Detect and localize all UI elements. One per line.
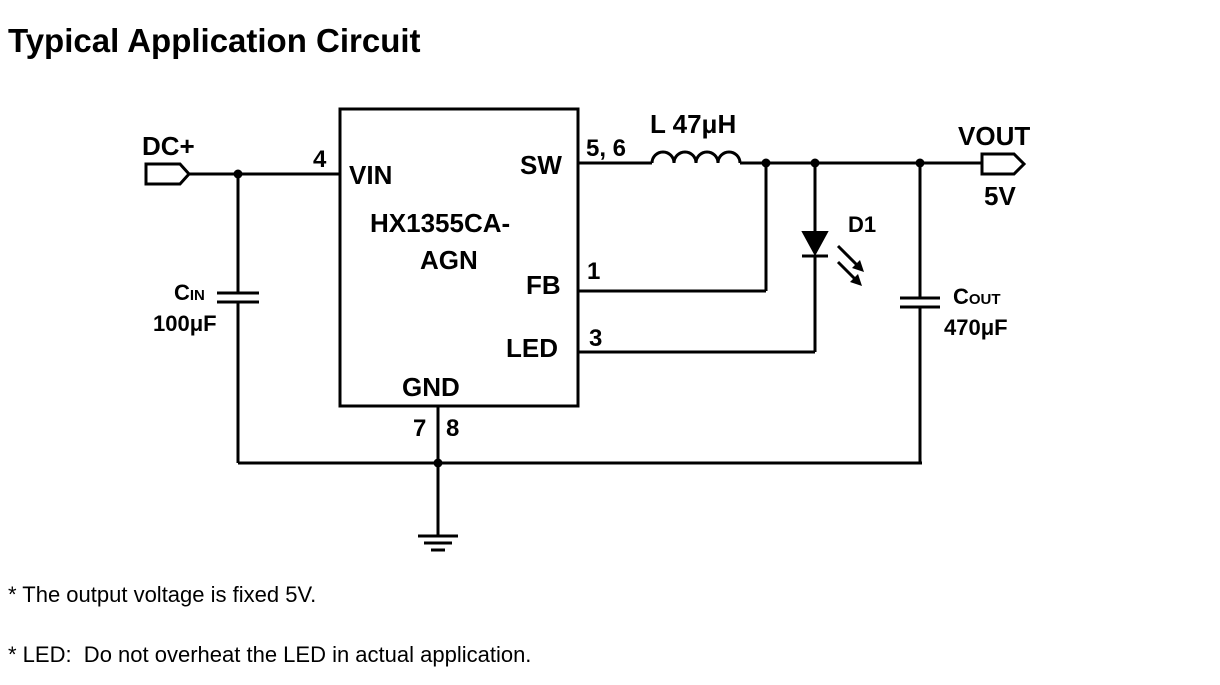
inductor-label: L 47μH <box>650 109 736 139</box>
inductor-icon <box>650 150 742 164</box>
led-diode-icon <box>801 231 829 257</box>
note-led-warning: * LED: Do not overheat the LED in actual… <box>8 642 532 667</box>
pin-number-gnd-right: 8 <box>446 415 459 442</box>
cout-subscript: OUT <box>969 291 1001 308</box>
ic-name-line1: HX1355CA- <box>370 208 510 238</box>
cin-subscript: IN <box>190 287 205 304</box>
pin-number-gnd-left: 7 <box>413 415 426 442</box>
ic-pin-sw: SW <box>520 150 562 180</box>
ic-body <box>338 107 580 408</box>
output-connector-icon <box>980 152 1027 176</box>
pin-number-vin: 4 <box>313 146 327 173</box>
input-label: DC+ <box>142 131 195 161</box>
cin-label: CIN <box>174 280 205 305</box>
cout-value: 470μF <box>944 315 1008 340</box>
cout-label: COUT <box>953 284 1001 309</box>
note-output-voltage: * The output voltage is fixed 5V. <box>8 582 317 607</box>
diode-label: D1 <box>848 212 876 237</box>
ic-name-line2: AGN <box>420 245 478 275</box>
ground-symbol-icon <box>418 534 458 552</box>
ic-pin-led: LED <box>506 333 558 363</box>
ic-pin-vin: VIN <box>349 160 392 190</box>
output-voltage: 5V <box>984 181 1016 211</box>
cout-symbol: C <box>953 284 969 309</box>
cin-symbol: C <box>174 280 190 305</box>
light-emission-arrows-icon <box>836 244 864 286</box>
page-title: Typical Application Circuit <box>8 22 421 59</box>
cin-value: 100μF <box>153 311 217 336</box>
pin-number-sw: 5, 6 <box>586 135 626 162</box>
input-connector-icon <box>144 162 192 186</box>
pin-number-fb: 1 <box>587 258 600 285</box>
output-label: VOUT <box>958 121 1030 151</box>
ic-pin-fb: FB <box>526 270 561 300</box>
ic-pin-gnd: GND <box>402 372 460 402</box>
pin-number-led: 3 <box>589 325 602 352</box>
